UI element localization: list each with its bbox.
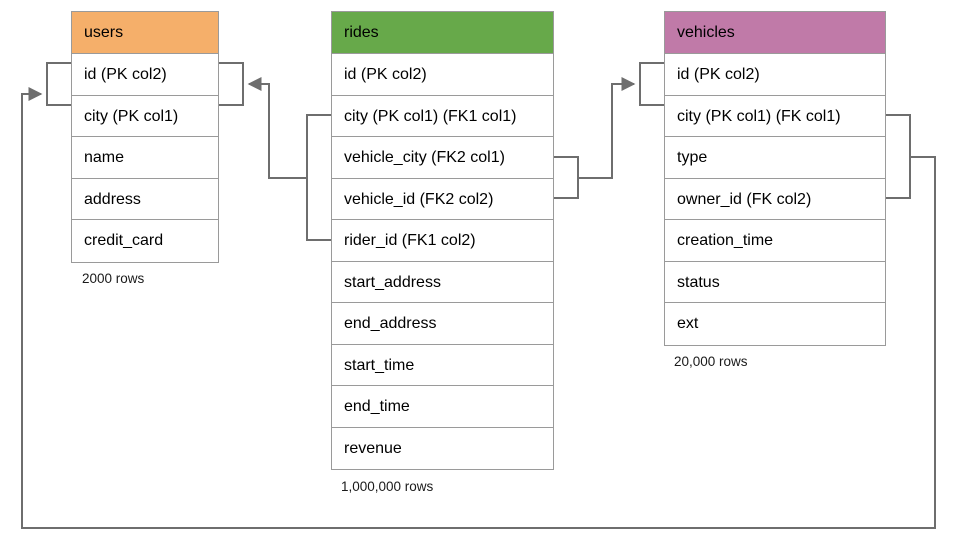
table-vehicles-row-count: 20,000 rows xyxy=(674,354,748,369)
table-users-column-credit-card[interactable]: credit_card xyxy=(72,220,218,262)
table-rides-column-start-address[interactable]: start_address xyxy=(332,261,553,303)
table-vehicles-column-owner-id[interactable]: owner_id (FK col2) xyxy=(665,178,885,220)
table-users-column-name[interactable]: name xyxy=(72,137,218,179)
table-vehicles[interactable]: vehicles id (PK col2) city (PK col1) (FK… xyxy=(664,11,886,346)
table-rides-column-end-address[interactable]: end_address xyxy=(332,303,553,345)
table-rides-header: rides xyxy=(332,12,553,54)
table-users-header: users xyxy=(72,12,218,54)
table-vehicles-column-city[interactable]: city (PK col1) (FK col1) xyxy=(665,95,885,137)
table-users-column-address[interactable]: address xyxy=(72,178,218,220)
table-rides-column-end-time[interactable]: end_time xyxy=(332,386,553,428)
table-rides-column-start-time[interactable]: start_time xyxy=(332,344,553,386)
table-users-row-count: 2000 rows xyxy=(82,271,145,286)
table-vehicles-column-type[interactable]: type xyxy=(665,137,885,179)
rides-left-bracket xyxy=(306,114,331,241)
table-vehicles-column-creation-time[interactable]: creation_time xyxy=(665,220,885,262)
table-users-column-city[interactable]: city (PK col1) xyxy=(72,95,218,137)
vehicles-left-bracket xyxy=(639,62,664,106)
users-left-bracket xyxy=(46,62,71,106)
table-rides-column-id[interactable]: id (PK col2) xyxy=(332,54,553,96)
rides-fk1-connector xyxy=(247,77,307,179)
table-rides-column-city[interactable]: city (PK col1) (FK1 col1) xyxy=(332,95,553,137)
users-right-bracket xyxy=(219,62,244,106)
table-users-column-id[interactable]: id (PK col2) xyxy=(72,54,218,96)
rides-fk2-connector xyxy=(578,77,636,179)
table-rides-row-count: 1,000,000 rows xyxy=(341,479,434,494)
table-users[interactable]: users id (PK col2) city (PK col1) name a… xyxy=(71,11,219,263)
vehicles-right-bracket xyxy=(886,114,911,199)
table-rides-column-revenue[interactable]: revenue xyxy=(332,427,553,469)
table-rides-column-vehicle-id[interactable]: vehicle_id (FK2 col2) xyxy=(332,178,553,220)
table-rides-column-rider-id[interactable]: rider_id (FK1 col2) xyxy=(332,220,553,262)
table-rides[interactable]: rides id (PK col2) city (PK col1) (FK1 c… xyxy=(331,11,554,470)
table-vehicles-column-ext[interactable]: ext xyxy=(665,303,885,345)
table-rides-column-vehicle-city[interactable]: vehicle_city (FK2 col1) xyxy=(332,137,553,179)
table-vehicles-column-id[interactable]: id (PK col2) xyxy=(665,54,885,96)
rides-right-bracket xyxy=(554,156,579,199)
table-vehicles-column-status[interactable]: status xyxy=(665,261,885,303)
table-vehicles-header: vehicles xyxy=(665,12,885,54)
